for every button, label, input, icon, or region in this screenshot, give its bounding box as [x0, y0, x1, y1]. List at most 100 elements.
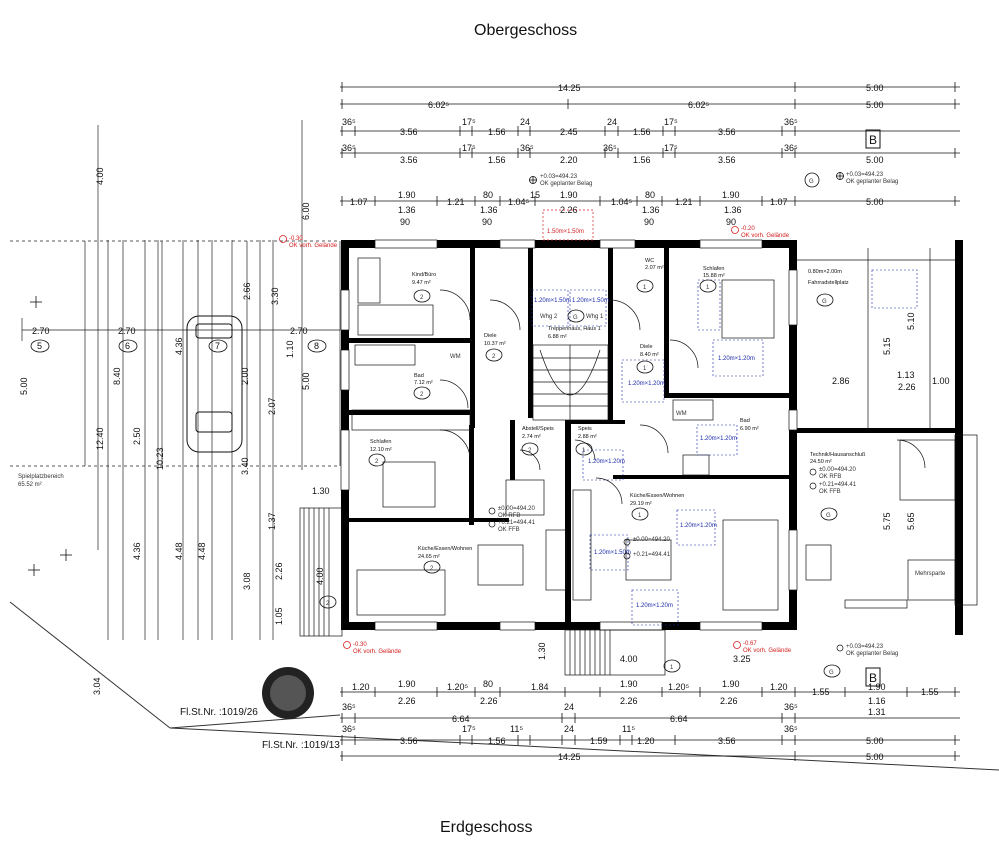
- level-okrfb2: ±0.00=494.20: [633, 537, 670, 543]
- misc-dim-130a: 1.30: [312, 486, 330, 496]
- parking-width-1: 2.70: [32, 326, 50, 336]
- vdim-16: 2.00: [240, 367, 250, 385]
- room-circle-1c: 1: [643, 366, 647, 372]
- level-okrfb1-note: OK RFB: [498, 513, 520, 519]
- room-diele1-name: Diele: [484, 333, 497, 339]
- misc-dim-325: 3.25: [733, 654, 751, 664]
- interior-walls: [349, 248, 955, 630]
- level-okrfb3: ±0.00=494.20: [819, 467, 856, 473]
- room-circle-2b: 2: [420, 392, 424, 398]
- car-symbol: [186, 315, 243, 453]
- dim-row3-7: 1.56: [633, 127, 651, 137]
- bdim4-1: 5.00: [866, 752, 884, 762]
- dim-row5a-10: 1.90: [722, 190, 740, 200]
- bdim3-2: 17⁵: [462, 724, 476, 734]
- bdim3-4: 11⁵: [510, 724, 523, 734]
- room-circle-1f: 1: [670, 665, 674, 671]
- entrance-steps: [299, 507, 666, 676]
- label-mehrsparte: Mehrsparte: [915, 571, 946, 577]
- dim-row4-10: 36⁵: [784, 143, 798, 153]
- bdim1a-6: 1.20⁵: [668, 682, 690, 692]
- vdim-17: 2.07: [267, 397, 277, 415]
- room-circle-2a: 2: [420, 295, 424, 301]
- dim-row2-a: 6.02⁵: [428, 100, 450, 110]
- room-circle-1e: 1: [638, 513, 642, 519]
- parking-number-7: 7: [215, 341, 220, 351]
- level-marker-icon: [529, 172, 844, 184]
- label-wm2: WM: [676, 411, 687, 417]
- bdim3-10: 36⁵: [784, 724, 798, 734]
- vdim-4: 5.00: [19, 377, 29, 395]
- movement-8: 1.20m×1.20m: [680, 523, 717, 529]
- dim-row3-2: 17⁵: [462, 117, 476, 127]
- room-circle-1d: 1: [582, 448, 586, 454]
- label-whg2: Whg 2: [540, 314, 558, 320]
- dim-row3-3: 1.56: [488, 127, 506, 137]
- bdim3-5: 24: [564, 724, 574, 734]
- movement-areas: [531, 269, 918, 626]
- bdim1a-1: 1.90: [398, 679, 416, 689]
- parking-grid: [10, 120, 341, 640]
- movement-5: 1.20m×1.20m: [588, 459, 625, 465]
- dim-row3-9: 3.56: [718, 127, 736, 137]
- level-okffb3-note: OK FFB: [819, 489, 841, 495]
- room-circle-2g: 2: [326, 601, 330, 607]
- vdim-22: 1.37: [267, 512, 277, 530]
- level-gelaende4-note: OK vorh. Gelände: [743, 648, 792, 654]
- dim-row3-0: 36⁵: [342, 117, 356, 127]
- vdim-14: 5.00: [301, 372, 311, 390]
- room-fahrrad-name: Fahrradstellplatz: [808, 280, 849, 286]
- parking-number-5: 5: [37, 341, 42, 351]
- dim-row1-a: 14.25: [558, 83, 581, 93]
- dim-row4-5: 2.20: [560, 155, 578, 165]
- flst-label-2: Fl.St.Nr. :1019/13: [262, 740, 340, 751]
- dim-row5a-9: 1.21: [675, 197, 693, 207]
- dim-row3-1: 3.56: [400, 127, 418, 137]
- vdim-0: 4.00: [95, 167, 105, 185]
- misc-vdim-130b: 1.30: [537, 642, 547, 660]
- bdim3-9: 3.56: [718, 736, 736, 746]
- vdim-21: 4.00: [315, 567, 325, 585]
- room-kueche2-area: 29.19 m²: [630, 501, 652, 507]
- dim-row5a-3: 80: [483, 190, 493, 200]
- misc-vdim-565: 5.65: [906, 512, 916, 530]
- room-schlafen2-name: Schlafen: [370, 439, 391, 445]
- dim-row5c-3: 90: [726, 217, 736, 227]
- dim-row5a-8: 80: [645, 190, 655, 200]
- bdim1a-10: 1.90: [868, 682, 886, 692]
- dim-row4-9: 3.56: [718, 155, 736, 165]
- bdim1a-7: 1.90: [722, 679, 740, 689]
- level-okffb3: +0.21=494.41: [819, 482, 857, 488]
- bdim1a-3: 80: [483, 679, 493, 689]
- g-marker-circle-1: [804, 172, 820, 188]
- bdim1b-3: 2.26: [720, 696, 738, 706]
- vdim-23: 3.08: [242, 572, 252, 590]
- room-speis-area: 2.88 m²: [578, 434, 597, 440]
- room-diele2-area: 8.40 m²: [640, 352, 659, 358]
- dim-row4-8: 17⁵: [664, 143, 678, 153]
- movement-6: 1.20m×1.20m: [718, 356, 755, 362]
- parking-number-6: 6: [125, 341, 130, 351]
- bottom-dim-ticks: [341, 687, 956, 761]
- room-schlafen1-area: 15.88 m²: [703, 273, 725, 279]
- vdim-3: 2.66: [242, 282, 252, 300]
- room-kindbuero-area: 9.47 m²: [412, 280, 431, 286]
- room-circle-1b: 1: [706, 285, 710, 291]
- room-bad2-area: 6.90 m²: [740, 426, 759, 432]
- movement-9: 1.20m×1.20m: [636, 603, 673, 609]
- plot-boundary: [9, 601, 999, 771]
- room-abstell-area: 2.74 m²: [522, 434, 541, 440]
- level-gelaende1-note: OK vorh. Gelände: [289, 243, 338, 249]
- bdim2-2: 24: [564, 702, 574, 712]
- bdim3-0: 36⁵: [342, 724, 356, 734]
- misc-vdim-575: 5.75: [882, 512, 892, 530]
- bdim2-3: 6.64: [670, 714, 688, 724]
- dim-row2-c: 5.00: [866, 100, 884, 110]
- room-speis-name: Speis: [578, 426, 592, 432]
- bdim3-7: 11⁵: [622, 724, 635, 734]
- movement-1: 1.20m×1.50m: [534, 298, 571, 304]
- bdim3-6: 1.59: [590, 736, 608, 746]
- bdim3-1: 3.56: [400, 736, 418, 746]
- misc-dim-113: 1.13: [897, 370, 915, 380]
